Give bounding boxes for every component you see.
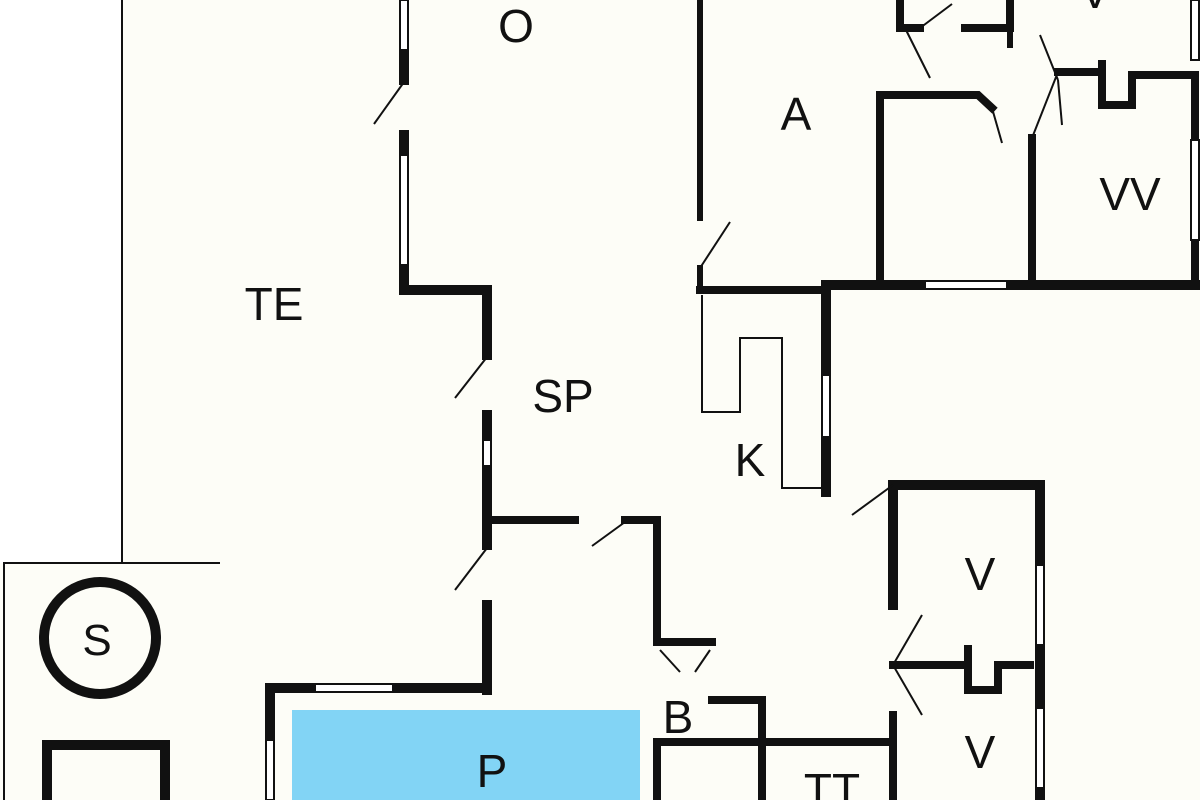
room-label-a: A [781, 88, 812, 140]
room-label-k: K [735, 434, 766, 486]
room-label-v-mid: V [965, 548, 996, 600]
sauna-bench [42, 740, 170, 800]
door-swings [373, 3, 1063, 716]
terrace-outline [3, 0, 220, 800]
room-label-sp: SP [532, 370, 593, 422]
room-label-p: P [477, 745, 508, 797]
room-label-tt: TT [804, 764, 860, 800]
room-label-vv: VV [1099, 168, 1161, 220]
room-label-o: O [498, 0, 534, 52]
room-label-te: TE [245, 278, 304, 330]
room-label-s: S [82, 616, 111, 665]
sauna-stove [39, 577, 161, 699]
room-label-b: B [663, 691, 694, 743]
room-label-v-low: V [965, 726, 996, 778]
room-label-v-top: V [1080, 0, 1111, 18]
windows [265, 0, 1200, 800]
pool [292, 710, 640, 800]
kitchen-counter [701, 295, 826, 489]
